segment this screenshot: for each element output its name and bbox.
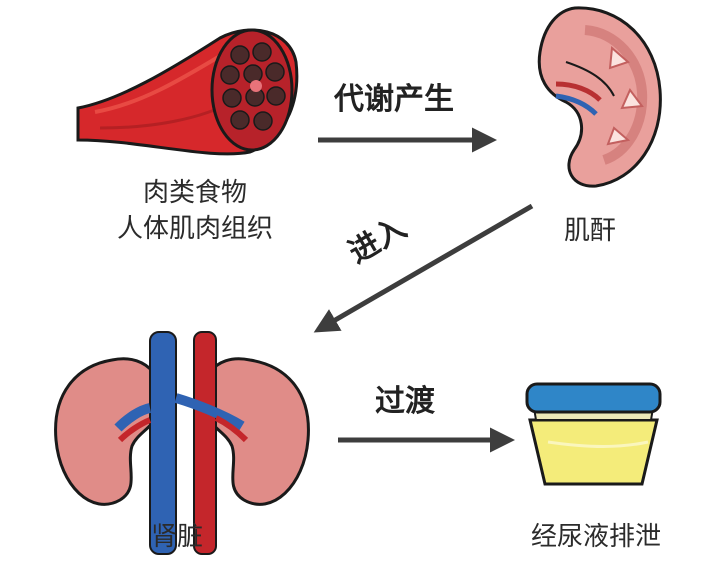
arrow-enter (313, 203, 534, 333)
creatinine-label: 肌酐 (563, 216, 616, 246)
creatinine-kidney-illustration (537, 6, 662, 188)
arrow-transfer-label: 过渡 (375, 384, 435, 419)
kidneys-label: 肾脏 (150, 522, 203, 552)
muscle-label-line2: 人体肌肉组织 (116, 214, 273, 244)
urine-label: 经尿液排泄 (530, 522, 661, 552)
urine-cup-illustration (525, 382, 662, 486)
muscle-illustration (76, 28, 299, 156)
kidneys-illustration (54, 331, 310, 555)
muscle-label-line1: 肉类食物 (142, 178, 247, 208)
arrow-produce-label: 代谢产生 (334, 82, 454, 117)
